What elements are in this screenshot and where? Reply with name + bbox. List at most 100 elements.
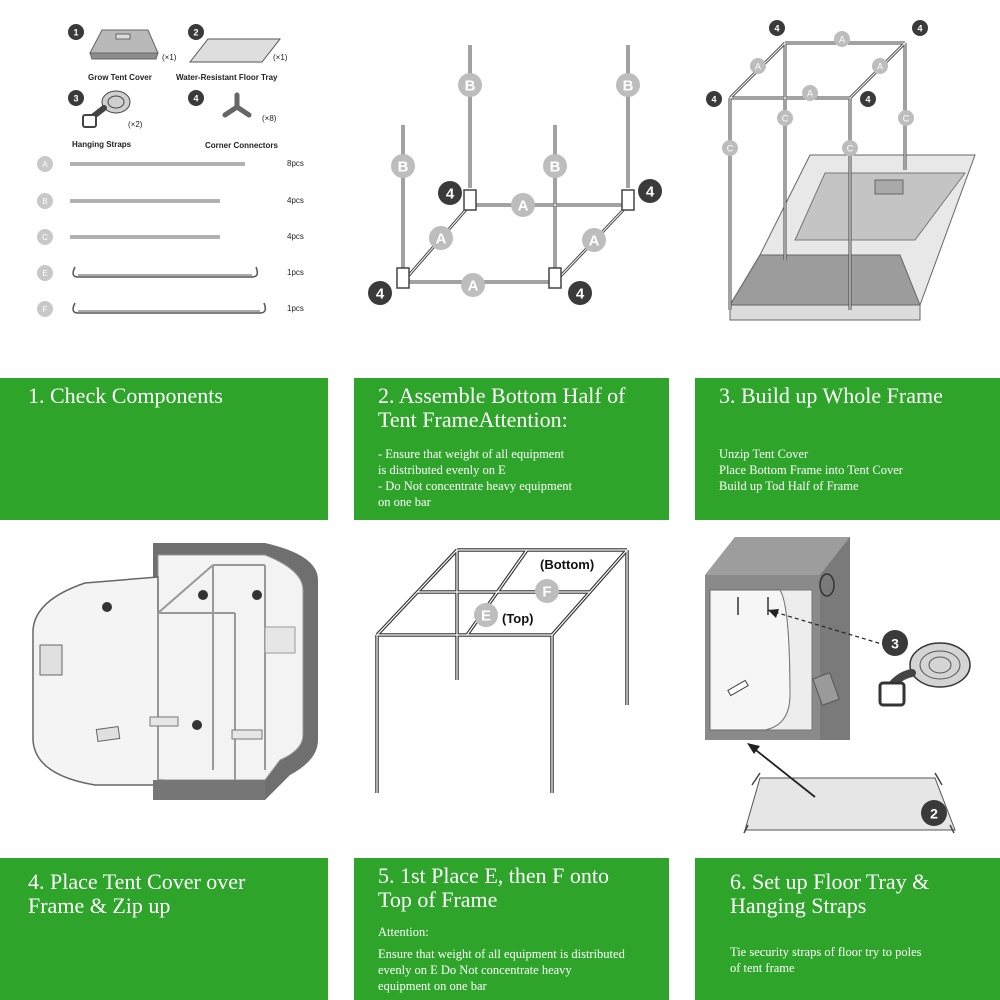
step-1-caption: 1. Check Components <box>0 378 328 520</box>
svg-text:A: A <box>42 160 48 169</box>
svg-text:B: B <box>550 159 561 176</box>
step-6-caption: 6. Set up Floor Tray & Hanging Straps Ti… <box>695 858 1000 1000</box>
svg-text:A: A <box>755 62 761 72</box>
step-2-line: - Ensure that weight of all equipment <box>378 447 565 461</box>
svg-text:(×1): (×1) <box>273 53 288 62</box>
svg-text:4pcs: 4pcs <box>287 232 304 241</box>
svg-text:3: 3 <box>891 636 899 652</box>
component-grow-tent-cover: 1 (×1) Grow Tent Cover <box>68 24 177 82</box>
step-5-line: Ensure that weight of all equipment is d… <box>378 947 625 961</box>
svg-text:4: 4 <box>646 184 655 201</box>
svg-text:C: C <box>847 144 854 154</box>
step-2-line: is distributed evenly on E <box>378 463 506 477</box>
svg-text:Hanging Straps: Hanging Straps <box>72 140 132 149</box>
svg-text:B: B <box>623 78 634 95</box>
svg-text:B: B <box>465 78 476 95</box>
svg-text:4: 4 <box>865 95 870 105</box>
letter-e: E <box>481 608 491 625</box>
step-4-caption: 4. Place Tent Cover over Frame & Zip up <box>0 858 328 1000</box>
svg-text:1pcs: 1pcs <box>287 268 304 277</box>
step-2-line: on one bar <box>378 495 431 509</box>
hanging-strap-drawing: 3 <box>878 630 971 707</box>
letter-f: F <box>542 584 551 601</box>
svg-text:1pcs: 1pcs <box>287 304 304 313</box>
step-5-line: equipment on one bar <box>378 979 487 993</box>
whole-frame-illustration: A A A A C C C C 4 4 4 4 <box>706 20 976 321</box>
pole-a-badges: A A A A <box>429 193 606 297</box>
step-5-title: 5. 1st Place E, then F onto Top of Frame <box>378 863 609 912</box>
pole-row-f: F 1pcs <box>37 301 304 317</box>
step-6-line: Tie security straps of floor try to pole… <box>730 945 922 959</box>
component-corner-connectors: 4 (×8) Corner Connectors <box>188 90 278 150</box>
pole-row-c: C 4pcs <box>37 229 304 245</box>
step-4-title: 4. Place Tent Cover over Frame & Zip up <box>28 869 246 918</box>
svg-text:4: 4 <box>711 95 716 105</box>
svg-text:Grow Tent Cover: Grow Tent Cover <box>88 73 152 82</box>
svg-text:F: F <box>43 305 48 314</box>
svg-text:(×2): (×2) <box>128 120 143 129</box>
svg-text:3: 3 <box>73 94 78 104</box>
svg-text:A: A <box>807 89 813 99</box>
step-5-caption: 5. 1st Place E, then F onto Top of Frame… <box>354 858 669 1000</box>
tent-cover-illustration <box>32 543 318 800</box>
svg-text:C: C <box>727 144 734 154</box>
step-1-title: 1. Check Components <box>28 383 223 408</box>
svg-text:2: 2 <box>193 28 198 38</box>
svg-text:(×1): (×1) <box>162 53 177 62</box>
svg-text:4: 4 <box>917 24 922 34</box>
svg-text:A: A <box>518 198 529 215</box>
connector-badges: 4 4 4 4 <box>368 179 662 305</box>
top-bars-illustration: (Bottom) F E (Top) <box>375 548 629 793</box>
pole-a-badges: A A A A <box>750 31 888 101</box>
step-3-line: Build up Tod Half of Frame <box>719 479 859 493</box>
svg-text:A: A <box>436 231 447 248</box>
svg-text:B: B <box>42 197 47 206</box>
svg-text:(×8): (×8) <box>262 114 277 123</box>
svg-text:4: 4 <box>376 286 385 303</box>
bottom-label: (Bottom) <box>540 557 594 572</box>
connector-badges: 4 4 4 4 <box>706 20 928 107</box>
step-2-line: - Do Not concentrate heavy equipment <box>378 479 573 493</box>
step-3-line: Place Bottom Frame into Tent Cover <box>719 463 903 477</box>
svg-text:4pcs: 4pcs <box>287 196 304 205</box>
svg-text:A: A <box>839 35 845 45</box>
component-hanging-straps: 3 (×2) Hanging Straps <box>68 90 143 149</box>
step-2-caption: 2. Assemble Bottom Half of Tent FrameAtt… <box>354 378 669 520</box>
svg-text:8pcs: 8pcs <box>287 159 304 168</box>
step-3-title: 3. Build up Whole Frame <box>719 383 943 408</box>
component-floor-tray: 2 (×1) Water-Resistant Floor Tray <box>176 24 288 82</box>
step-2-title: 2. Assemble Bottom Half of Tent FrameAtt… <box>378 383 626 432</box>
svg-text:A: A <box>468 278 479 295</box>
svg-text:4: 4 <box>576 286 585 303</box>
svg-text:C: C <box>903 114 910 124</box>
pole-c-badges: C C C C <box>722 110 914 156</box>
floor-tray-badge: 2 <box>921 800 947 826</box>
pole-row-a: A 8pcs <box>37 156 304 172</box>
svg-text:4: 4 <box>193 94 198 104</box>
svg-text:4: 4 <box>774 24 779 34</box>
step-5-line: evenly on E Do Not concentrate heavy <box>378 963 572 977</box>
svg-text:1: 1 <box>73 28 78 38</box>
svg-text:C: C <box>42 233 48 242</box>
step-3-caption: 3. Build up Whole Frame Unzip Tent Cover… <box>695 378 1000 520</box>
step-6-line: of tent frame <box>730 961 795 975</box>
components-illustration: 1 (×1) Grow Tent Cover 2 (×1) Water-Resi… <box>37 24 304 317</box>
svg-text:Corner Connectors: Corner Connectors <box>205 141 278 150</box>
svg-text:B: B <box>398 159 409 176</box>
svg-text:4: 4 <box>446 186 455 203</box>
floor-tray-illustration: 3 2 <box>705 537 971 834</box>
svg-text:E: E <box>42 269 47 278</box>
top-label: (Top) <box>502 611 534 626</box>
step-3-line: Unzip Tent Cover <box>719 447 809 461</box>
pole-row-b: B 4pcs <box>37 193 304 209</box>
pole-b-badges: B B B B <box>391 73 640 178</box>
pole-row-e: E 1pcs <box>37 265 304 281</box>
svg-text:A: A <box>589 233 600 250</box>
svg-text:2: 2 <box>930 806 938 822</box>
bottom-frame-illustration: B B B B A A A A 4 4 4 4 <box>368 45 662 305</box>
step-5-attention: Attention: <box>378 925 429 939</box>
svg-text:A: A <box>877 62 883 72</box>
step-6-title: 6. Set up Floor Tray & Hanging Straps <box>730 869 930 918</box>
svg-text:C: C <box>782 114 789 124</box>
svg-text:Water-Resistant Floor Tray: Water-Resistant Floor Tray <box>176 73 278 82</box>
